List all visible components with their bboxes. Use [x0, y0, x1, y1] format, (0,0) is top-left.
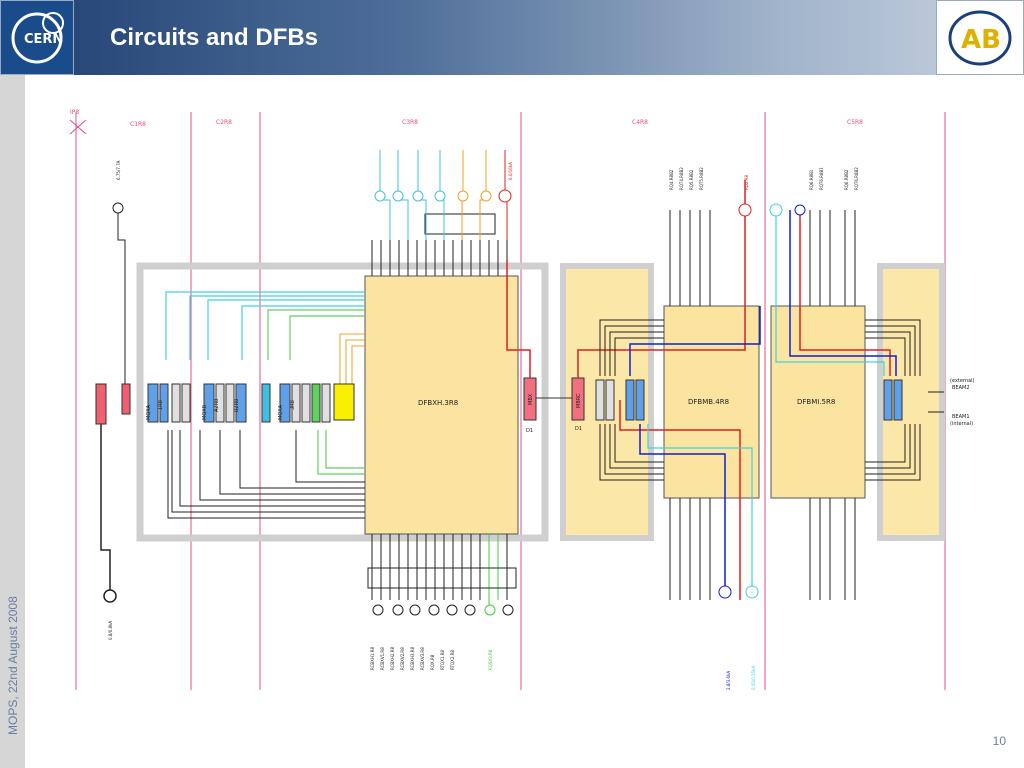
side-band — [0, 75, 25, 768]
lead-circles-bottom — [372, 604, 514, 616]
magnet-label-a2r8: A2R8 — [214, 399, 220, 412]
tunnel-box-left — [136, 262, 549, 542]
lead-circles-top — [374, 189, 512, 203]
lead-circle-far-left-top — [112, 202, 124, 214]
svg-text:RQ6.R8B2: RQ6.R8B2 — [844, 169, 849, 190]
magnet-label-mqxb: MQXB — [202, 404, 208, 420]
ab-department-logo: AB — [936, 0, 1024, 75]
magnet-label-mbrc: MBRC — [576, 393, 582, 408]
cern-logo: CERN — [0, 0, 74, 75]
leads-right-top — [669, 210, 856, 306]
svg-text:6.75/7.7A: 6.75/7.7A — [116, 160, 121, 180]
svg-text:RQSX3.R8: RQSX3.R8 — [488, 649, 493, 670]
busbar-red-dfbmi — [799, 210, 891, 376]
svg-text:0.55/0.55kA: 0.55/0.55kA — [751, 666, 756, 690]
lead-circles-right — [718, 203, 806, 599]
busbar-red-d2 — [577, 180, 746, 378]
section-label-c1: C1R8 — [130, 121, 146, 128]
svg-text:RCBXH1.R8: RCBXH1.R8 — [370, 647, 375, 670]
dfbmi-loops — [865, 319, 921, 481]
svg-text:0.8/0.8kA: 0.8/0.8kA — [108, 621, 113, 640]
circuit-labels-bottom: RCBXH1.R8 RCBXV1.R8 RCBXH2.R8 RCBXV2.R8 … — [370, 647, 493, 670]
svg-text:RCBXV1.R8: RCBXV1.R8 — [380, 647, 385, 670]
magnet-blocks — [95, 383, 355, 425]
svg-text:RQT4.R8B2: RQT4.R8B2 — [679, 167, 684, 190]
section-label-c5: C5R8 — [847, 119, 863, 126]
svg-text:RQT6.R8B1: RQT6.R8B1 — [819, 167, 824, 190]
busbar-blue-dfbmi — [789, 210, 897, 376]
dfb-label-dfbmb: DFBMB.4R8 — [688, 398, 729, 406]
svg-text:RQ6.R8B1: RQ6.R8B1 — [809, 169, 814, 190]
svg-text:RCBXH3.R8: RCBXH3.R8 — [410, 647, 415, 670]
magnet-label-mqxa1: MQXA — [146, 404, 152, 420]
svg-text:RQT5.R8B2: RQT5.R8B2 — [699, 167, 704, 190]
dfb-box-dfbxh — [364, 275, 519, 535]
busbar-cyan-dfbmi — [775, 210, 885, 376]
busbar-cyan-dfbmb — [647, 424, 753, 590]
d1-label-left: D1 — [526, 428, 533, 434]
beam-label-beam1: BEAM1 — [952, 414, 970, 420]
page-number: 10 — [992, 734, 1006, 748]
svg-text:RCBXV2.R8: RCBXV2.R8 — [400, 647, 405, 670]
beam-label-internal: (internal) — [950, 421, 973, 427]
busbars-black — [167, 430, 365, 519]
current-annotations: 6.75/7.7A 6.0/16kA 2.8/3.6kA 0.55/0.55kA… — [108, 160, 756, 690]
slide-title: Circuits and DFBs — [110, 24, 319, 51]
leads-bottom-dfbxh — [371, 534, 508, 600]
magnet-label-b2r8: B2R8 — [234, 399, 240, 412]
busbar-far-left-top — [117, 210, 126, 384]
svg-text:RQT6.R8B2: RQT6.R8B2 — [854, 167, 859, 190]
svg-text:RQX.R8: RQX.R8 — [430, 654, 435, 670]
svg-text:RD2.R8: RD2.R8 — [744, 175, 749, 190]
busbar-blue-return — [639, 424, 726, 590]
dfb-box-dfbmi — [770, 305, 866, 499]
dfbmi-magnets — [883, 379, 903, 421]
dfb-label-dfbxh: DFBXH.3R8 — [418, 399, 458, 407]
svg-text:RQ5.R8B2: RQ5.R8B2 — [689, 169, 694, 190]
svg-text:RCBXH2.R8: RCBXH2.R8 — [390, 647, 395, 670]
svg-text:RCBXV3.R8: RCBXV3.R8 — [420, 647, 425, 670]
busbars-cyan — [165, 291, 365, 360]
switch-box-bottom — [367, 567, 517, 589]
header-bar — [0, 0, 1024, 75]
cern-logo-text: CERN — [24, 32, 63, 47]
dfbmb-loops — [599, 319, 664, 481]
dfb-label-dfbmi: DFBMI.5R8 — [797, 398, 835, 406]
magnet-label-mqxa3: MQXA — [278, 404, 284, 420]
ab-logo-text: AB — [961, 25, 1001, 55]
svg-text:RTQX2.R8: RTQX2.R8 — [450, 650, 455, 670]
beam-label-beam2: BEAM2 — [952, 385, 970, 391]
circuit-labels-top-right: RQ4.R8B2 RQT4.R8B2 RQ5.R8B2 RQT5.R8B2 RD… — [669, 167, 859, 190]
magnet-label-mbx: MBX — [528, 393, 534, 405]
busbar-blue-dfbmb — [629, 306, 761, 376]
ip-label: IP8 — [70, 109, 79, 116]
magnet-label-3r8: 3R8 — [290, 400, 296, 410]
busbar-far-left-bottom — [100, 424, 111, 600]
svg-text:RTQX1.R8: RTQX1.R8 — [440, 650, 445, 670]
dfb-box-dfbmb — [663, 305, 760, 499]
section-label-c2: C2R8 — [216, 119, 232, 126]
d1-label-right: D1 — [575, 426, 582, 432]
leads-right-bottom — [669, 498, 856, 600]
section-label-c4: C4R8 — [632, 119, 648, 126]
dfbmb-magnets — [595, 379, 645, 421]
svg-text:6.0/16kA: 6.0/16kA — [508, 162, 513, 180]
leads-top-dfbxh — [371, 240, 508, 276]
switch-box-top — [424, 213, 496, 235]
busbar-red-return — [619, 400, 741, 600]
beam-label-external: (external) — [950, 378, 975, 384]
magnet-label-1r8: 1R8 — [158, 400, 164, 410]
busbars-orange — [339, 333, 365, 384]
busbar-red-d1 — [506, 260, 531, 378]
svg-text:RQ4.R8B2: RQ4.R8B2 — [669, 169, 674, 190]
svg-text:2.8/3.6kA: 2.8/3.6kA — [726, 671, 731, 690]
section-label-c3: C3R8 — [402, 119, 418, 126]
lead-circle-far-left-bottom — [103, 589, 117, 603]
leads-bottom-green — [488, 534, 499, 610]
busbars-green — [267, 309, 365, 475]
